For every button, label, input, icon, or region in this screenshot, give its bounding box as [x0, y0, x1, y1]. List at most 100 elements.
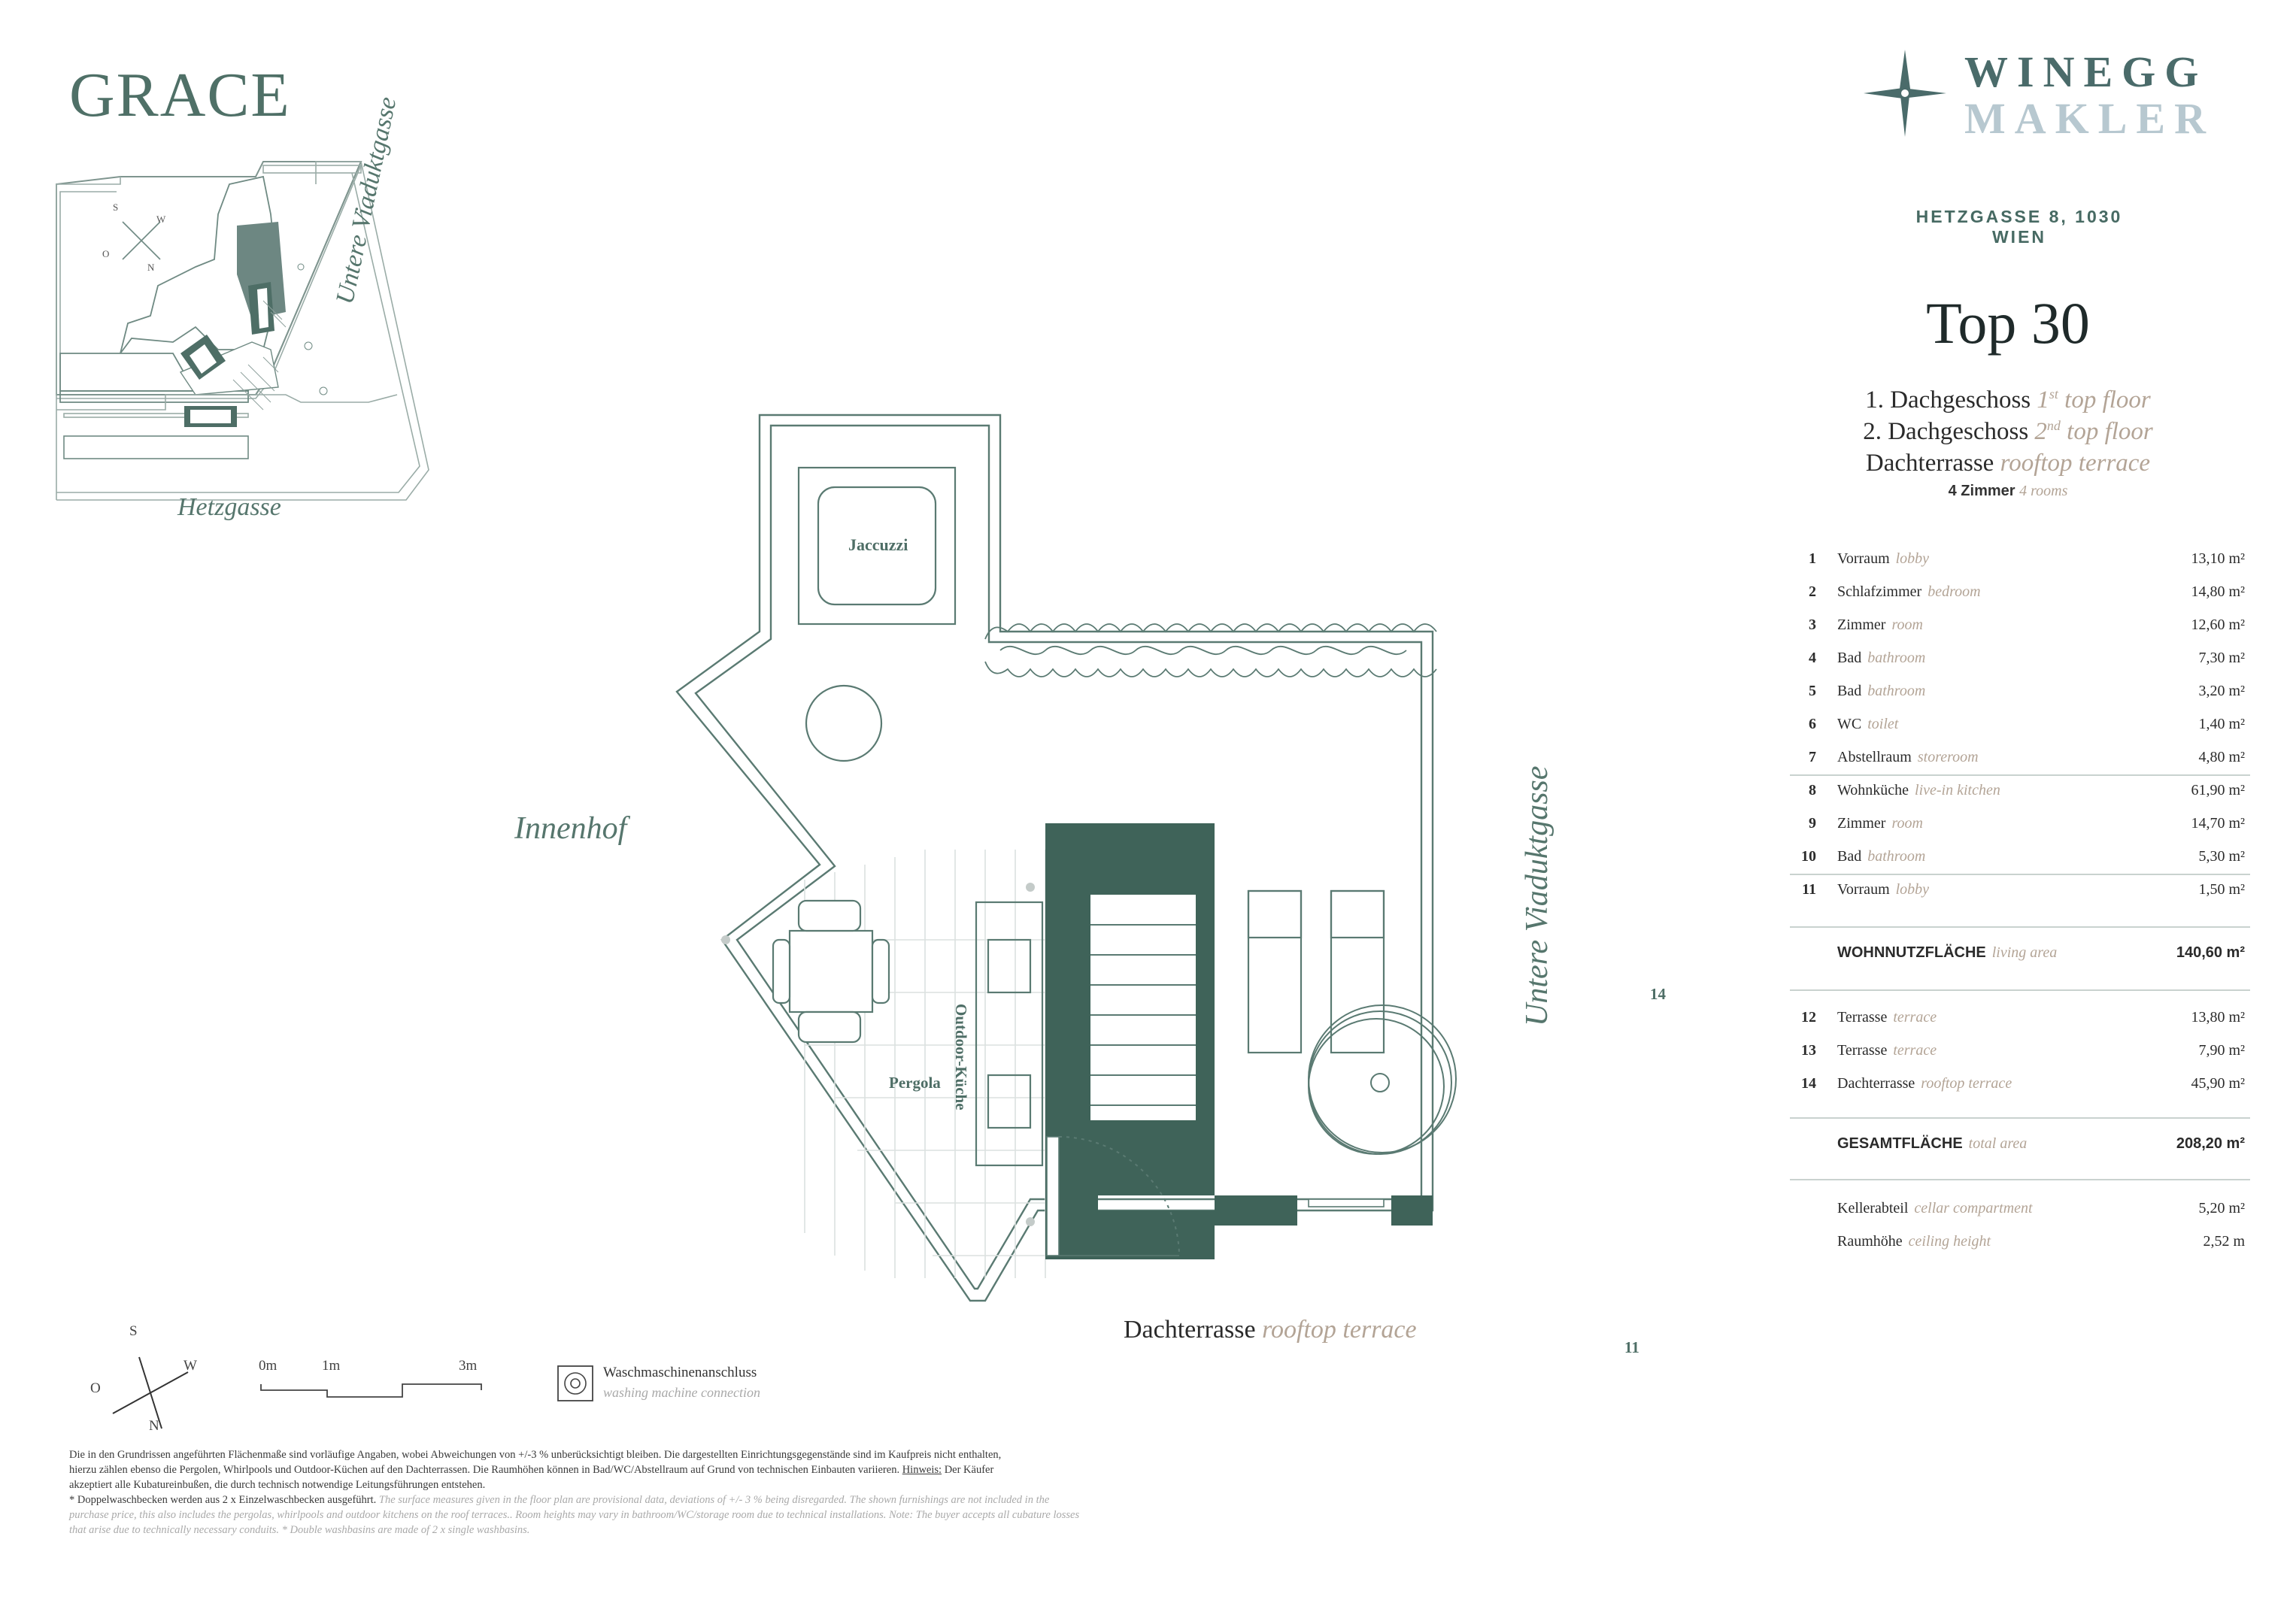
sun-loungers — [1247, 889, 1385, 1054]
room-name-de: Raumhöhe — [1837, 1233, 1903, 1250]
floor-line-2: 2. Dachgeschoss 2nd top floor — [1790, 418, 2226, 446]
terrace-label: Dachterrasse rooftop terrace — [1124, 1316, 1417, 1344]
room-name: Vorraum lobby — [1837, 881, 1929, 898]
room-area: 12,60 m² — [2191, 617, 2245, 633]
room-number: 13 — [1801, 1042, 1816, 1059]
total-area-value: 208,20 m² — [2176, 1135, 2245, 1152]
jacuzzi-inner — [817, 486, 937, 606]
room-name-de: Schlafzimmer — [1837, 583, 1922, 600]
divider — [1790, 926, 2250, 928]
room-number: 6 — [1809, 716, 1816, 732]
room-name-en: lobby — [1895, 881, 1930, 898]
floor-plan — [675, 414, 1457, 1302]
room-number: 12 — [1801, 1009, 1816, 1026]
rooms-en: 4 rooms — [2019, 483, 2068, 499]
room-name-de: Wohnküche — [1837, 782, 1909, 798]
room-name-de: Terrasse — [1837, 1009, 1888, 1026]
floor-en: 1st top floor — [2037, 386, 2151, 414]
room-area: 1,50 m² — [2198, 881, 2245, 898]
compass-o: O — [90, 1380, 101, 1396]
room-area: 7,90 m² — [2198, 1042, 2245, 1059]
compass-s: S — [129, 1323, 138, 1339]
jacuzzi-outer — [797, 466, 957, 626]
footnote-de-5-line: * Doppelwaschbecken werden aus 2 x Einze… — [69, 1492, 1288, 1507]
room-name-de: Zimmer — [1837, 815, 1886, 832]
room-area: 3,20 m² — [2198, 683, 2245, 699]
footnote-de-3: Der Käufer — [944, 1464, 994, 1476]
site-compass-o: O — [102, 248, 110, 259]
jacuzzi-label: Jaccuzzi — [848, 535, 908, 554]
room-name-de: Vorraum — [1837, 881, 1890, 898]
room-name-en: bedroom — [1927, 583, 1981, 600]
rooms-count: 4 Zimmer 4 rooms — [1790, 483, 2226, 500]
room-number: 8 — [1809, 782, 1816, 798]
site-compass-icon — [122, 221, 161, 260]
washing-machine-icon — [557, 1365, 593, 1401]
room-number: 4 — [1809, 650, 1816, 666]
room-name-en: terrace — [1893, 1042, 1937, 1059]
room-name-en: live-in kitchen — [1915, 782, 2000, 798]
room-name-en: storeroom — [1917, 749, 1979, 765]
scale-3m: 3m — [459, 1358, 478, 1374]
pergola-posts — [721, 883, 1035, 1226]
round-table — [805, 684, 883, 762]
room-number: 14 — [1801, 1075, 1816, 1092]
room-area: 14,80 m² — [2191, 583, 2245, 600]
floor-line-3: Dachterrasse rooftop terrace — [1790, 450, 2226, 477]
room-name-de: Vorraum — [1837, 550, 1890, 567]
marker-14: 14 — [1650, 985, 1666, 1003]
compass-star-logo-icon — [1864, 50, 1946, 137]
room-name-de: Terrasse — [1837, 1042, 1888, 1059]
room-number: 10 — [1801, 848, 1816, 865]
room-row: 13 Terrasse terrace 7,90 m² — [1794, 1042, 2245, 1072]
room-name: Schlafzimmer bedroom — [1837, 583, 1981, 601]
room-row: 14 Dachterrasse rooftop terrace 45,90 m² — [1794, 1075, 2245, 1105]
room-number: 11 — [1802, 881, 1816, 898]
room-name: Zimmer room — [1837, 815, 1923, 832]
footnote-en-2: purchase price, this also includes the p… — [69, 1509, 1080, 1521]
room-area: 45,90 m² — [2191, 1075, 2245, 1092]
floor-de: 2. Dachgeschoss — [1863, 418, 2029, 445]
room-name-en: room — [1891, 815, 1923, 832]
address: HETZGASSE 8, 1030 WIEN — [1915, 207, 2123, 247]
footnote-de-2: hierzu zählen ebenso die Pergolen, Whirl… — [69, 1462, 1288, 1477]
room-name-de: Kellerabteil — [1837, 1200, 1909, 1216]
unit-title: Top 30 — [1926, 290, 2090, 356]
room-name-de: Dachterrasse — [1837, 1075, 1915, 1092]
stair-core — [1045, 823, 1433, 1259]
room-name-de: Abstellraum — [1837, 749, 1912, 765]
terrace-label-de: Dachterrasse — [1124, 1316, 1256, 1344]
room-number: 9 — [1809, 815, 1816, 832]
pergola-label: Pergola — [889, 1074, 941, 1092]
room-area: 1,40 m² — [2198, 716, 2245, 732]
room-area: 7,30 m² — [2198, 650, 2245, 666]
room-area: 13,80 m² — [2191, 1009, 2245, 1026]
courtyard-label: Innenhof — [514, 811, 627, 846]
divider — [1790, 989, 2250, 991]
room-name: Wohnküche live-in kitchen — [1837, 782, 2000, 799]
footnote-de-5: * Doppelwaschbecken werden aus 2 x Einze… — [69, 1494, 377, 1506]
site-compass-w: W — [156, 214, 166, 225]
footnote-en-3: that arise due to technically necessary … — [69, 1524, 530, 1536]
living-area-value: 140,60 m² — [2176, 944, 2245, 961]
outdoor-kitchen — [975, 901, 1044, 1167]
room-name-en: rooftop terrace — [1921, 1075, 2012, 1092]
washer-label-en: washing machine connection — [603, 1385, 760, 1400]
room-name-de: Bad — [1837, 650, 1862, 666]
room-row: 11 Vorraum lobby 1,50 m² — [1794, 881, 2245, 911]
room-number: 5 — [1809, 683, 1816, 699]
outdoor-kitchen-label: Outdoor-Küche — [952, 1004, 970, 1110]
scale-1m: 1m — [322, 1358, 341, 1374]
